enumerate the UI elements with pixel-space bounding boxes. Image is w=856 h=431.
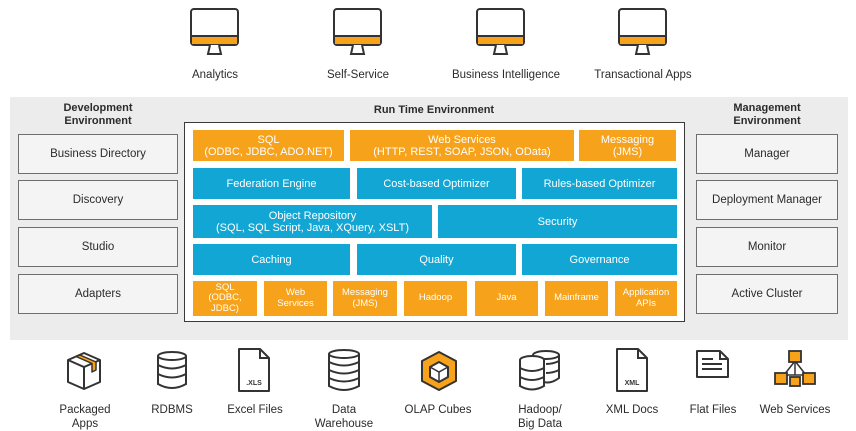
rt-adapter-sql: SQL (ODBC, JDBC) <box>193 281 257 316</box>
monitor-icon <box>190 8 239 55</box>
rt-quality: Quality <box>357 244 516 275</box>
xml-file-icon: XML <box>616 348 648 392</box>
consumer-label-business-intelligence: Business Intelligence <box>451 69 561 81</box>
mgmt-item-active-cluster: Active Cluster <box>696 274 838 314</box>
database-icon <box>157 351 187 389</box>
source-label-flat-files: Flat Files <box>689 404 737 416</box>
dev-item-business-directory: Business Directory <box>18 134 178 174</box>
monitor-icon <box>618 8 667 55</box>
source-label-rdbms: RDBMS <box>151 404 193 416</box>
rt-adapter-mainframe: Mainframe <box>545 281 608 316</box>
web-services-icon <box>774 350 816 387</box>
rt-object-repository: Object Repository (SQL, SQL Script, Java… <box>193 205 432 238</box>
xml-badge: XML <box>625 380 641 387</box>
bigdata-icon <box>519 350 560 391</box>
box-icon <box>67 352 101 390</box>
warehouse-icon <box>328 349 360 391</box>
source-label-olap-cubes: OLAP Cubes <box>404 404 472 416</box>
mgmt-item-monitor: Monitor <box>696 227 838 267</box>
rt-cost-based-optimizer: Cost-based Optimizer <box>357 168 516 199</box>
rt-messaging-protocols: Messaging (JMS) <box>579 130 676 161</box>
dev-item-studio: Studio <box>18 227 178 267</box>
rt-sql-protocols: SQL (ODBC, JDBC, ADO.NET) <box>193 130 344 161</box>
runtime-title: Run Time Environment <box>373 104 495 116</box>
mgmt-item-manager: Manager <box>696 134 838 174</box>
source-label-hadoop-big-data: Hadoop/ Big Data <box>517 404 563 430</box>
rt-web-services-protocols: Web Services (HTTP, REST, SOAP, JSON, OD… <box>350 130 574 161</box>
management-title: Management Environment <box>733 102 801 127</box>
source-label-data-warehouse: Data Warehouse <box>314 404 374 430</box>
source-label-xml-docs: XML Docs <box>605 404 659 416</box>
xls-badge: .XLS <box>246 380 262 387</box>
rt-adapter-messaging: Messaging (JMS) <box>333 281 397 316</box>
rt-security: Security <box>438 205 677 238</box>
source-label-web-services: Web Services <box>759 404 831 416</box>
monitor-icon <box>333 8 382 55</box>
rt-caching: Caching <box>193 244 350 275</box>
cube-icon <box>421 351 457 391</box>
rt-governance: Governance <box>522 244 677 275</box>
rt-adapter-application-apis: Application APIs <box>615 281 677 316</box>
xls-file-icon: .XLS <box>238 348 270 392</box>
consumer-label-transactional-apps: Transactional Apps <box>594 69 692 81</box>
rt-federation-engine: Federation Engine <box>193 168 350 199</box>
rt-adapter-web-services: Web Services <box>264 281 327 316</box>
dev-item-discovery: Discovery <box>18 180 178 220</box>
consumer-label-self-service: Self-Service <box>327 69 389 81</box>
dev-item-adapters: Adapters <box>18 274 178 314</box>
mgmt-item-deployment-manager: Deployment Manager <box>696 180 838 220</box>
source-label-packaged-apps: Packaged Apps <box>59 404 111 430</box>
rt-adapter-java: Java <box>475 281 538 316</box>
flat-file-icon <box>696 350 729 378</box>
development-title: Development Environment <box>63 102 133 127</box>
consumer-label-analytics: Analytics <box>191 69 239 81</box>
source-label-excel-files: Excel Files <box>227 404 283 416</box>
rt-adapter-hadoop: Hadoop <box>404 281 467 316</box>
rt-rules-based-optimizer: Rules-based Optimizer <box>522 168 677 199</box>
monitor-icon <box>476 8 525 55</box>
